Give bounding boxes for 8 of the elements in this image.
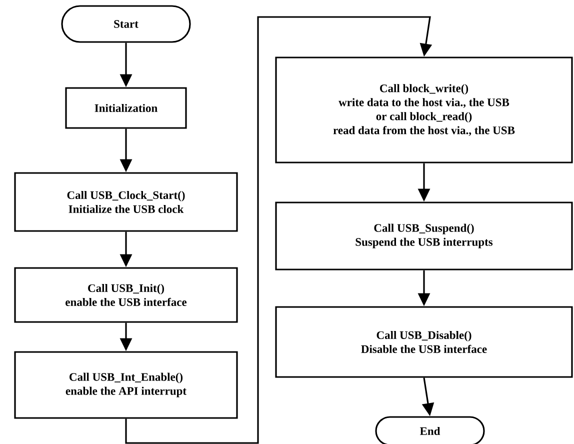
arrow: [125, 16, 432, 444]
process-box: Call USB_Clock_Start() Initialize the USB clock: [14, 172, 238, 232]
process-box: Initialization: [65, 87, 187, 129]
process-box: Call USB_Int_Enable() enable the API interrupt: [14, 351, 238, 419]
process-box: Call USB_Init() enable the USB interface: [14, 267, 238, 323]
process-box: Call USB_Disable() Disable the USB interface: [275, 306, 573, 378]
process-box: Call USB_Suspend() Suspend the USB interrupts: [275, 202, 573, 270]
process-box: Call block_write() write data to the host via., the USB or call block_read() read data from the host via., the USB: [275, 56, 573, 164]
